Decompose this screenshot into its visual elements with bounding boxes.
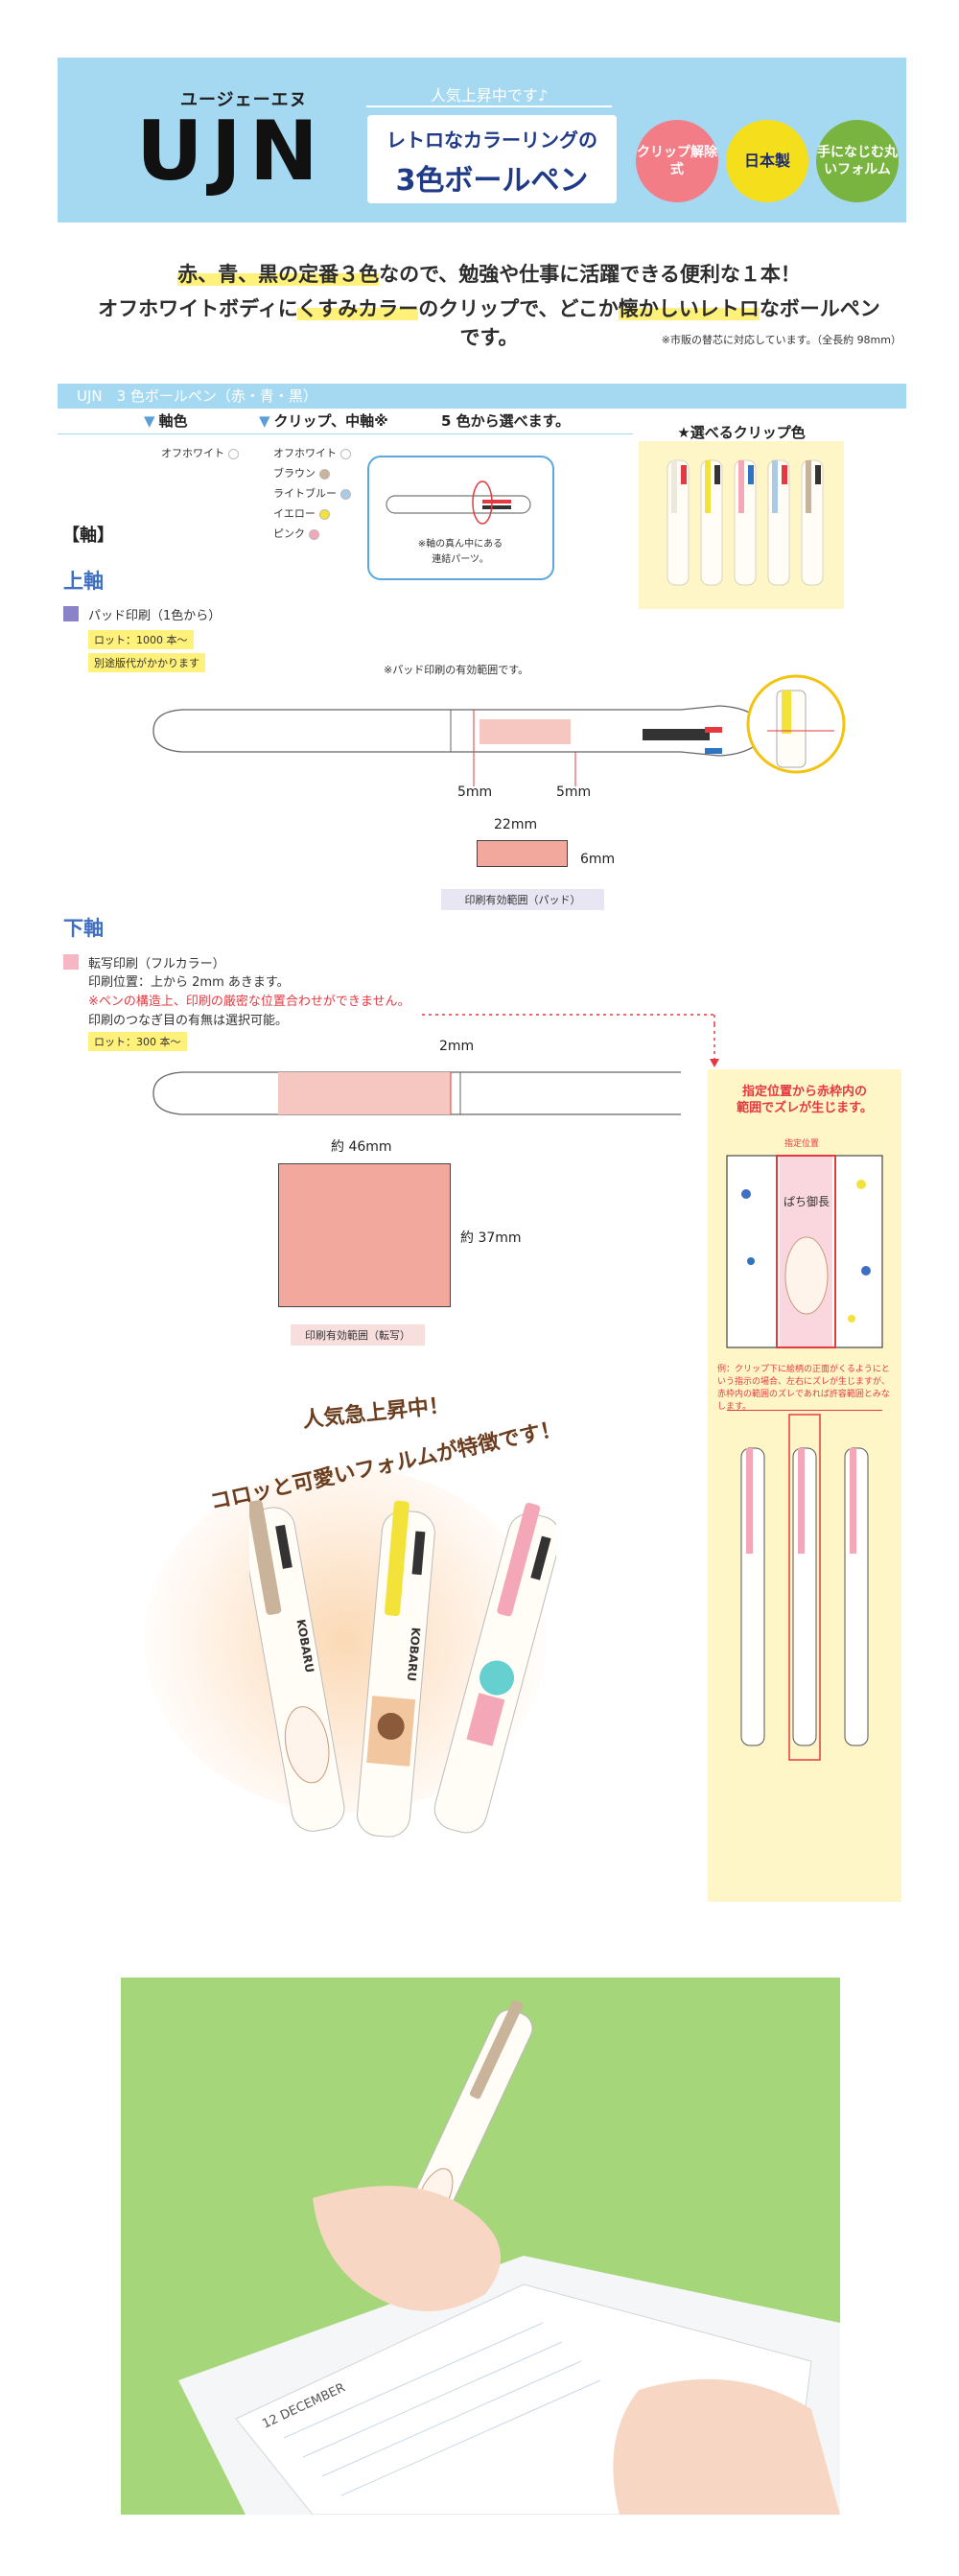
clip-color-heading: ▼クリップ、中軸※ bbox=[259, 412, 388, 430]
position-label: 指定位置 bbox=[784, 1139, 820, 1149]
color-swatch-lightblue bbox=[340, 488, 351, 500]
spec-bar-title: UJN 3 色ボールペン（赤・青・黒） bbox=[58, 384, 906, 409]
pad-print-area bbox=[477, 840, 568, 867]
transfer-height: 約 37mm bbox=[460, 1230, 522, 1246]
popular-tagline: 人気上昇中です♪ bbox=[430, 86, 549, 105]
pad-print-caption: 印刷有効範囲（パッド） bbox=[441, 889, 604, 910]
deviation-warning: 指定位置から赤枠内の 範囲でズレが生じます。 bbox=[737, 1085, 873, 1115]
color-swatch-yellow bbox=[318, 508, 330, 520]
transfer-width: 約 46mm bbox=[331, 1139, 392, 1155]
brand-kana: ユージェーエヌ bbox=[180, 90, 308, 110]
body-color-list: オフホワイト bbox=[161, 443, 239, 463]
popular-rising-text: 人気急上昇中！ bbox=[301, 1393, 452, 1433]
lower-axis-heading: 下軸 bbox=[63, 917, 104, 940]
color-swatch-pink bbox=[309, 528, 319, 540]
brand-logo: UJN bbox=[136, 104, 326, 199]
deviation-pens bbox=[740, 1414, 869, 1761]
intro-line1: 赤、青、黒の定番３色なので、勉強や仕事に活躍できる便利な１本！ bbox=[177, 263, 801, 286]
upper-pen-diagram bbox=[152, 674, 846, 786]
list-item: ライトブルー bbox=[273, 483, 351, 503]
badge-clip-release: クリップ解除式 bbox=[636, 120, 718, 202]
catch-copy-line2: 3色ボールペン bbox=[395, 164, 589, 198]
usage-photo: 12 DECEMBER bbox=[121, 1978, 840, 2515]
pen-brown-clip: KOBARU bbox=[249, 1500, 345, 1832]
sample-print-text: ぱち御長 bbox=[784, 1194, 830, 1208]
axis-label: 【軸】 bbox=[62, 526, 114, 546]
transfer-top-gap: 2mm bbox=[439, 1039, 475, 1054]
deviation-example-note: 例：クリップ下に絵柄の正面がくるようにという指示の場合、左右にズレが生じますが、… bbox=[717, 1365, 890, 1412]
list-item: ピンク bbox=[273, 524, 351, 544]
color-swatch-offwhite bbox=[340, 448, 351, 459]
transfer-print-caption: 印刷有効範囲（転写） bbox=[291, 1324, 425, 1346]
connector-note: ※軸の真ん中にある 連結パーツ。 bbox=[417, 539, 503, 565]
clip-panel-title: ★選べるクリップ色 bbox=[677, 424, 806, 441]
mini-pen-illustration bbox=[386, 480, 531, 525]
pad-print-lot: ロット：1000 本～ bbox=[88, 630, 194, 649]
lower-pen-diagram bbox=[152, 1071, 681, 1115]
pen-yellow bbox=[700, 459, 723, 586]
pad-margin-left: 5mm bbox=[457, 785, 493, 800]
body-color-heading: ▼軸色 bbox=[144, 412, 188, 430]
dotted-guide-line bbox=[422, 1014, 715, 1026]
transfer-print-lot: ロット：300 本～ bbox=[88, 1032, 187, 1051]
connector-callout bbox=[367, 456, 554, 580]
spec-divider bbox=[58, 433, 633, 434]
list-item: ブラウン bbox=[273, 463, 351, 483]
pad-print-note: ※パッド印刷の有効範囲です。 bbox=[384, 664, 529, 676]
list-item: オフホワイト bbox=[161, 443, 239, 463]
print-deviation-panel: ぱち御長 bbox=[708, 1069, 901, 1902]
tagline-divider bbox=[366, 105, 612, 107]
pen-lightblue bbox=[767, 459, 790, 586]
triangle-icon: ▼ bbox=[144, 412, 155, 430]
deviation-illustration: ぱち御長 bbox=[726, 1155, 883, 1761]
down-arrow-icon bbox=[710, 1024, 719, 1067]
pad-print-method: パッド印刷（1色から） bbox=[88, 609, 222, 623]
promo-pens-illustration: KOBARU KOBARU bbox=[249, 1500, 556, 1838]
intro-line2: オフホワイトボディにくすみカラーのクリップで、どこか懐かしいレトロなボールペンで… bbox=[98, 297, 880, 349]
pen-offwhite bbox=[667, 459, 690, 586]
clip-color-panel bbox=[639, 441, 844, 609]
clip-color-pens bbox=[667, 459, 824, 586]
transfer-print-info: 印刷位置：上から 2mm あきます。 ※ペンの構造上、印刷の厳密な位置合わせがで… bbox=[88, 975, 410, 1028]
pad-print-extra-cost: 別途版代がかかります bbox=[88, 653, 205, 672]
five-colors-text: 5 色から選べます。 bbox=[441, 412, 571, 430]
pen-pink bbox=[734, 459, 757, 586]
pad-height: 6mm bbox=[580, 852, 616, 867]
badge-round-form: 手になじむ丸いフォルム bbox=[816, 120, 899, 202]
pen-pink-clip bbox=[433, 1503, 556, 1834]
color-swatch-brown bbox=[319, 468, 330, 480]
transfer-print-legend-icon bbox=[63, 954, 79, 970]
catch-copy-box: レトロなカラーリングの 3色ボールペン bbox=[367, 115, 617, 203]
refill-note: ※市販の替芯に対応しています。（全長約 98mm） bbox=[661, 334, 901, 346]
list-item: オフホワイト bbox=[273, 443, 351, 463]
badge-made-in-japan: 日本製 bbox=[726, 120, 808, 202]
pen-brown bbox=[801, 459, 824, 586]
triangle-icon: ▼ bbox=[259, 412, 270, 430]
pen-brand-text: KOBARU bbox=[405, 1627, 423, 1681]
clip-color-list: オフホワイト ブラウン ライトブルー イエロー ピンク bbox=[273, 443, 351, 544]
pad-width: 22mm bbox=[494, 817, 538, 832]
catch-copy-line1: レトロなカラーリングの bbox=[386, 129, 597, 152]
transfer-print-method: 転写印刷（フルカラー） bbox=[88, 957, 225, 972]
pad-print-legend-icon bbox=[63, 606, 79, 621]
upper-axis-heading: 上軸 bbox=[63, 570, 104, 593]
pad-margin-right: 5mm bbox=[556, 785, 592, 800]
writing-scene-illustration: 12 DECEMBER bbox=[178, 2000, 840, 2515]
list-item: イエロー bbox=[273, 503, 351, 524]
pen-yellow-clip: KOBARU bbox=[357, 1500, 435, 1838]
color-swatch-offwhite bbox=[228, 448, 239, 459]
transfer-print-area bbox=[278, 1163, 451, 1307]
